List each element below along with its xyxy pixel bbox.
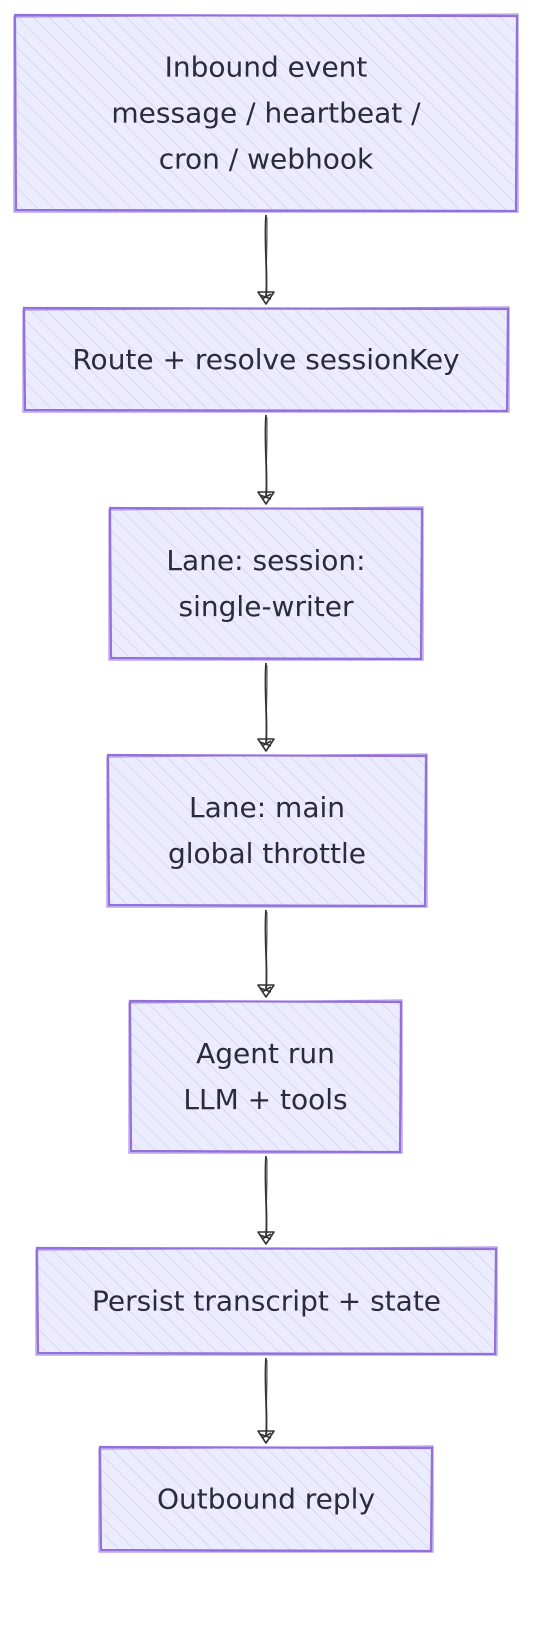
edge-route-to-lane-session: [257, 414, 275, 505]
edge-agent-run-to-persist: [257, 1155, 275, 1245]
edge-lane-main-to-agent-run: [257, 909, 275, 998]
node-border-sketch: [128, 999, 403, 1154]
node-border-sketch: [22, 306, 510, 413]
node-hatch: [24, 308, 508, 411]
arrowhead-icon: [257, 984, 275, 998]
edge-line-sketch: [265, 1359, 268, 1434]
node-label: global throttle: [168, 837, 366, 870]
node-label: cron / webhook: [159, 143, 374, 176]
node-inbound: Inbound event message / heartbeat / cron /…: [13, 13, 519, 213]
node-border-sketch: [13, 13, 519, 213]
node-label: Inbound event: [165, 51, 368, 84]
node-lane-main: Lane: main global throttle: [106, 753, 428, 908]
node-label: Lane: session:: [166, 544, 365, 577]
edge-line-sketch: [265, 416, 268, 495]
edge-line-sketch: [265, 216, 268, 295]
node-hatch: [100, 1447, 432, 1551]
node-border: [98, 1445, 434, 1553]
edges: [257, 214, 275, 1444]
node-hatch: [37, 1248, 496, 1354]
node-label: Lane: main: [189, 791, 345, 824]
node-hatch: [110, 508, 422, 659]
arrowhead-icon: [257, 1430, 275, 1444]
node-border-sketch: [106, 753, 428, 908]
edge-persist-to-outbound: [257, 1357, 275, 1444]
arrowhead-icon: [257, 291, 275, 305]
node-border: [106, 753, 428, 908]
node-persist: Persist transcript + state: [35, 1246, 498, 1356]
node-label: Persist transcript + state: [92, 1285, 441, 1318]
arrowhead-icon: [257, 738, 275, 752]
node-border: [22, 306, 510, 413]
node-lane-session: Lane: session: single-writer: [108, 506, 424, 661]
node-outbound: Outbound reply: [98, 1445, 434, 1553]
edge-inbound-to-route: [257, 214, 275, 305]
node-label: Agent run: [196, 1037, 335, 1070]
node-label: message / heartbeat /: [111, 97, 421, 130]
node-route: Route + resolve sessionKey: [22, 306, 510, 413]
edge-line-sketch: [265, 664, 268, 742]
edge-lane-session-to-lane-main: [257, 662, 275, 752]
node-hatch: [130, 1001, 401, 1152]
node-label: Outbound reply: [157, 1483, 375, 1516]
nodes: Inbound event message / heartbeat / cron /…: [13, 13, 519, 1553]
node-border-sketch: [108, 506, 424, 661]
edge-line-sketch: [265, 911, 268, 988]
node-border-sketch: [35, 1246, 498, 1356]
node-hatch: [108, 755, 426, 906]
node-border: [35, 1246, 498, 1356]
node-hatch: [15, 15, 517, 211]
edge-line-sketch: [265, 1157, 268, 1235]
node-border-sketch: [98, 1445, 434, 1553]
node-label: LLM + tools: [183, 1083, 347, 1116]
arrowhead-icon: [257, 491, 275, 505]
arrowhead-icon: [257, 1231, 275, 1245]
node-border: [13, 13, 519, 213]
node-label: single-writer: [179, 590, 354, 623]
node-label: Route + resolve sessionKey: [72, 343, 459, 376]
node-border: [128, 999, 403, 1154]
node-border: [108, 506, 424, 661]
